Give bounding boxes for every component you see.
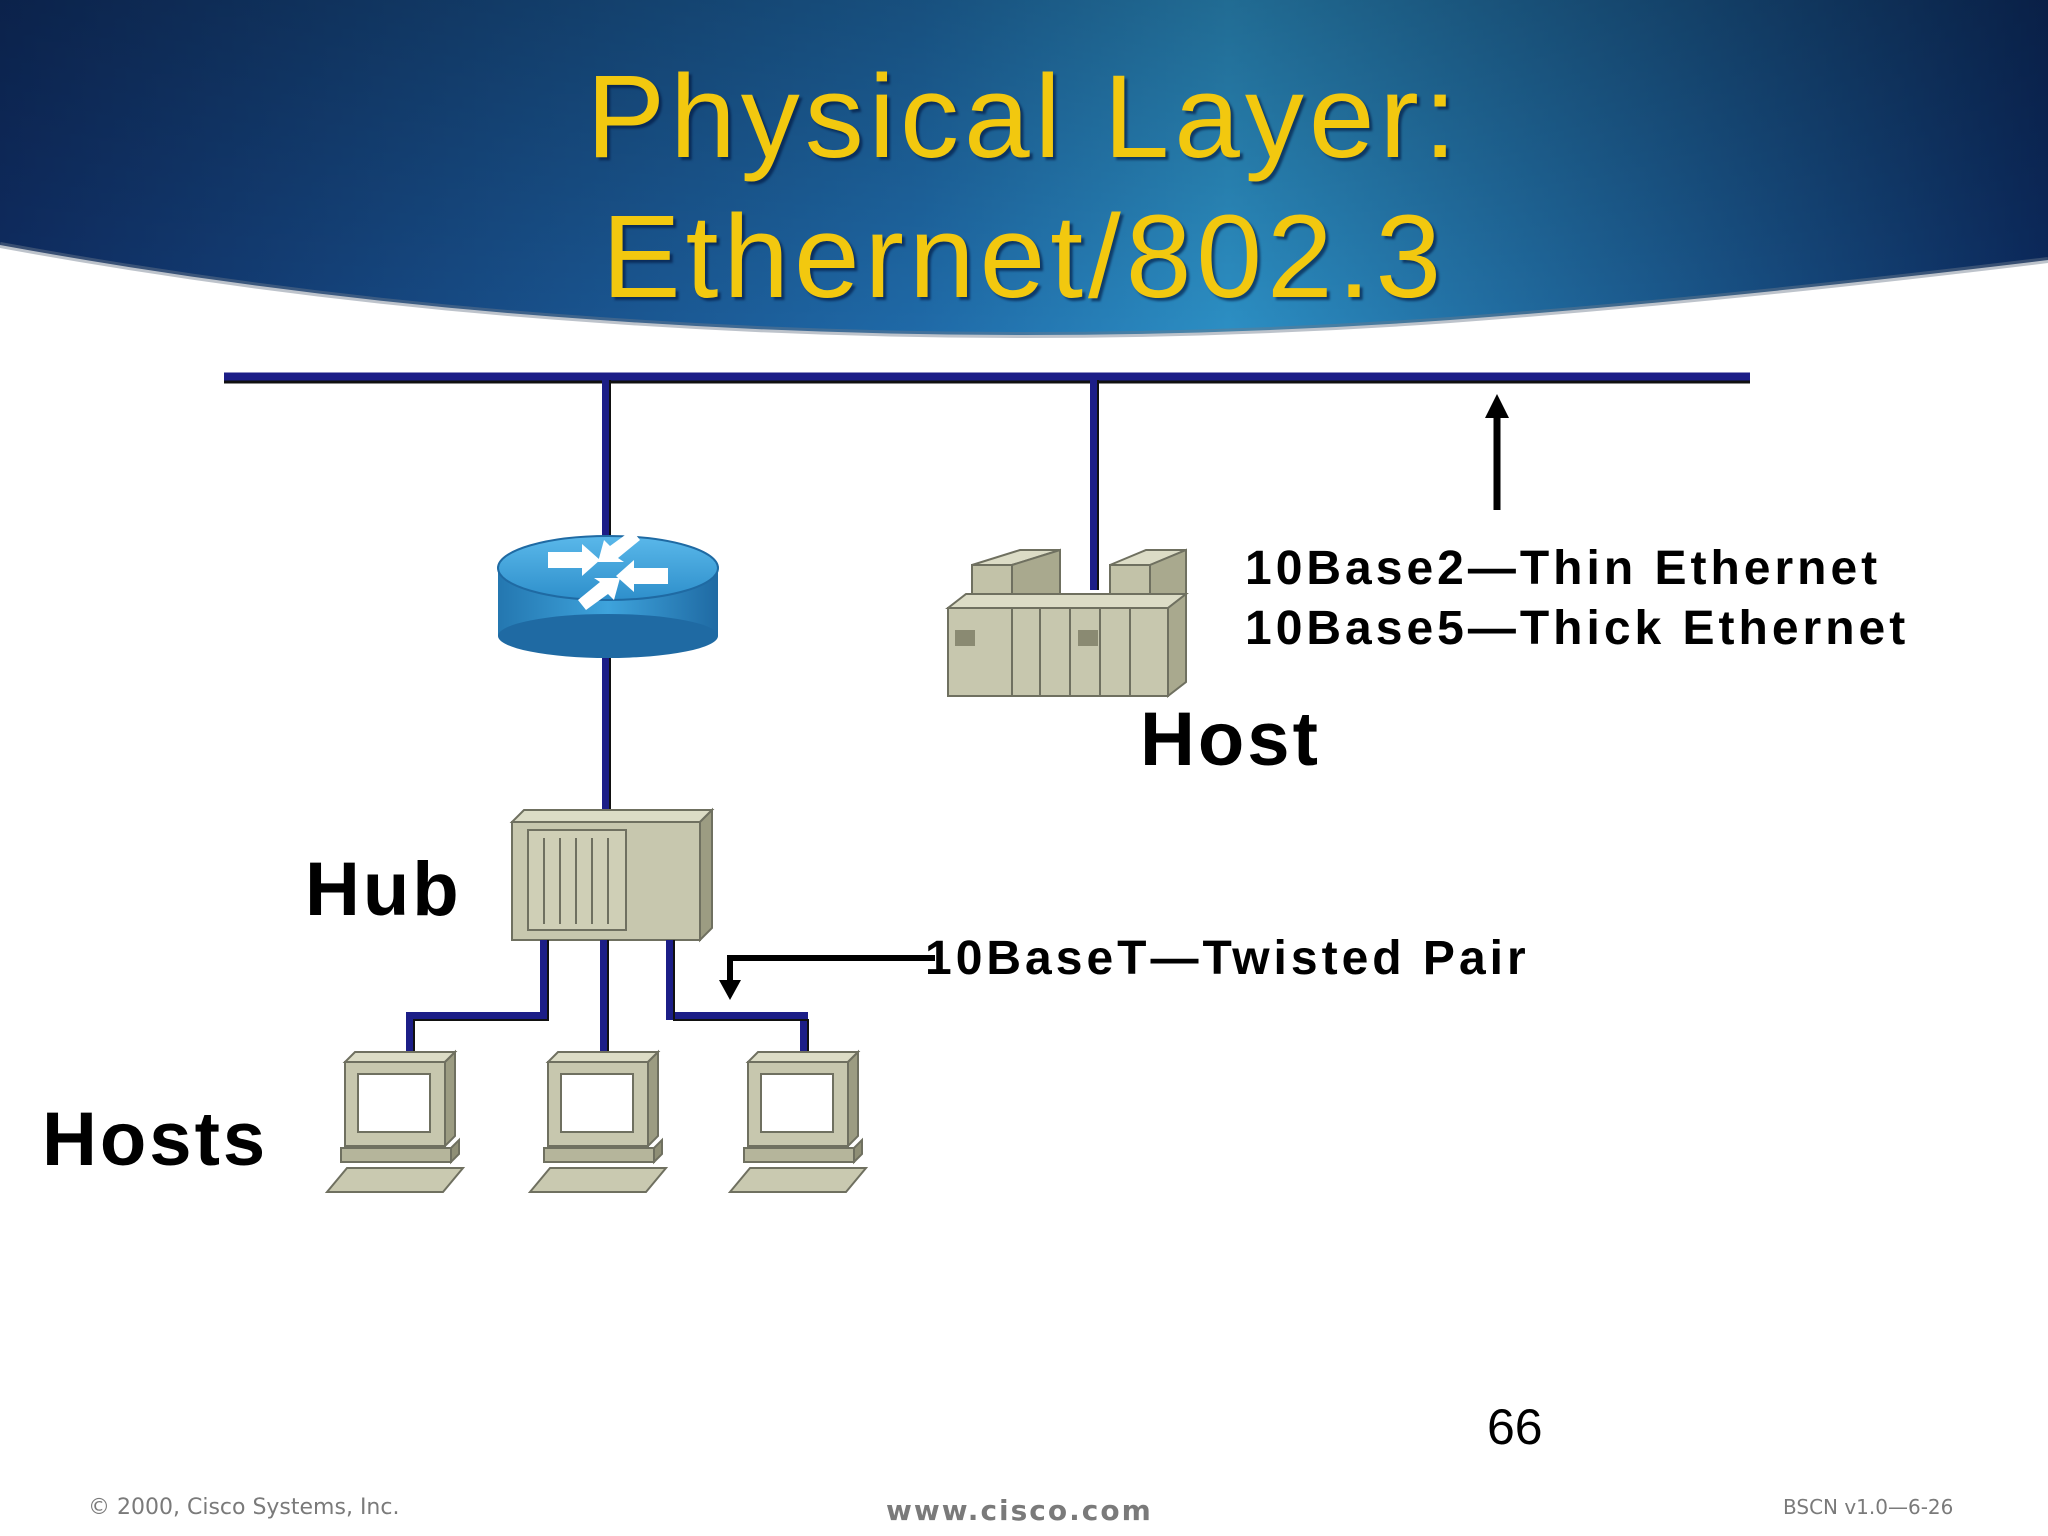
- workstation-icon: [527, 1049, 669, 1193]
- twisted-pair-cables: [406, 940, 809, 1052]
- twisted-pair-arrow: [719, 955, 935, 1000]
- router-hub-cable: [602, 650, 611, 815]
- page-number: 66: [1487, 1399, 1543, 1455]
- bus-pointer-arrow: [1485, 394, 1509, 510]
- label-hub: Hub: [305, 847, 462, 932]
- label-10base5: 10Base5—Thick Ethernet: [1245, 602, 1910, 655]
- workstations: [324, 1049, 869, 1193]
- router-drop-cable: [602, 380, 611, 560]
- label-10baset: 10BaseT—Twisted Pair: [925, 932, 1530, 985]
- footer-url: www.cisco.com: [886, 1494, 1153, 1527]
- hub-icon: [509, 807, 715, 943]
- label-10base2: 10Base2—Thin Ethernet: [1245, 542, 1882, 595]
- slide-title-line2: Ethernet/802.3: [601, 191, 1447, 323]
- workstation-icon: [727, 1049, 869, 1193]
- footer-copyright: © 2000, Cisco Systems, Inc.: [88, 1495, 400, 1520]
- slide-title-line1: Physical Layer:: [586, 51, 1462, 183]
- title-banner: [0, 0, 2048, 338]
- host-drop-cable: [1090, 380, 1099, 590]
- router-icon: [497, 530, 719, 658]
- label-hosts: Hosts: [42, 1097, 269, 1182]
- workstation-icon: [324, 1049, 466, 1193]
- footer-course-code: BSCN v1.0—6-26: [1783, 1495, 1954, 1519]
- ethernet-bus: [224, 372, 1750, 384]
- server-host-icon: [945, 548, 1189, 699]
- label-host: Host: [1140, 697, 1321, 782]
